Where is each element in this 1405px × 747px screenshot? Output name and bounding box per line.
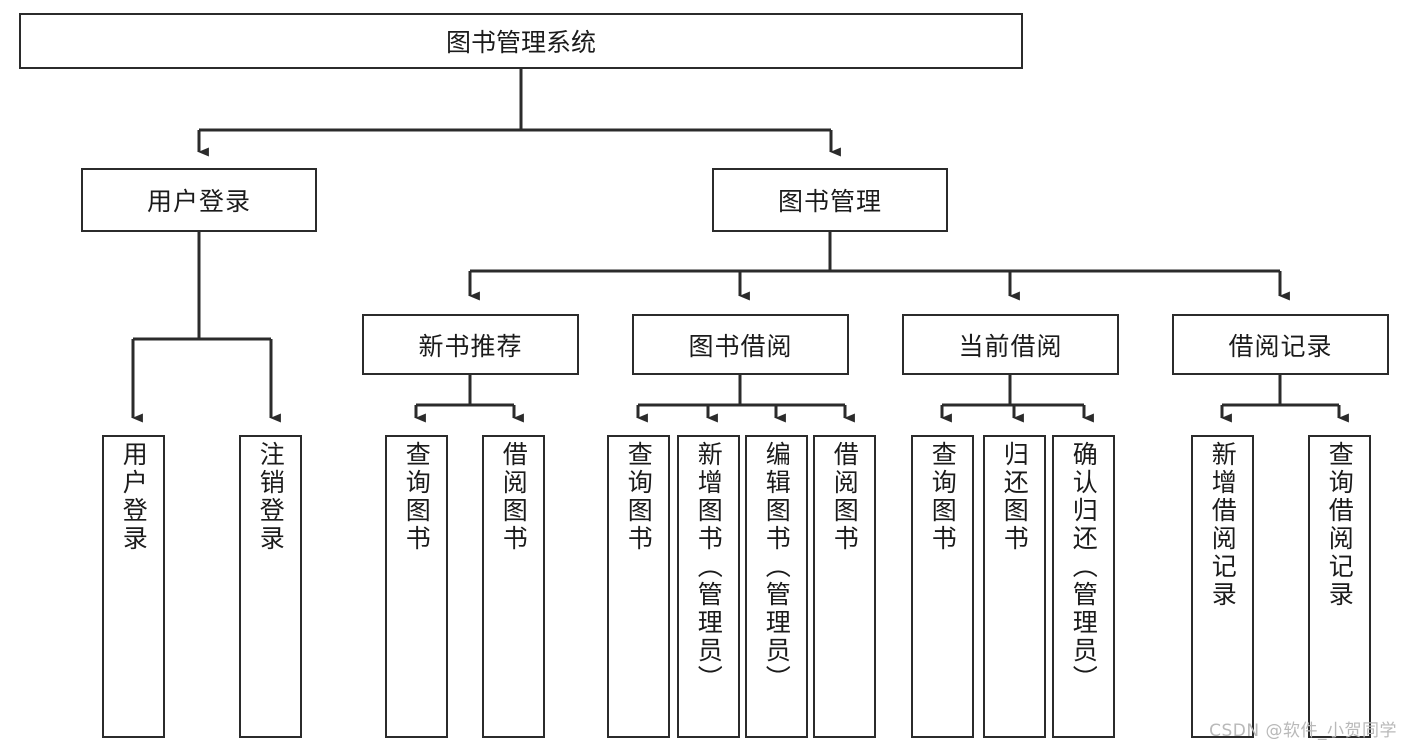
- leaf-borrow-book-label: 借阅图书: [830, 441, 860, 553]
- node-user-login[interactable]: 用户登录: [81, 168, 317, 232]
- leaf-user-login[interactable]: 用户登录: [102, 435, 165, 738]
- node-root[interactable]: 图书管理系统: [19, 13, 1023, 69]
- leaf-return-book-label: 归还图书: [1000, 441, 1030, 553]
- leaf-borrow-book[interactable]: 借阅图书: [813, 435, 876, 738]
- leaf-borrow-book-recommend-label: 借阅图书: [499, 441, 529, 553]
- leaf-query-book-borrow-label: 查询图书: [624, 441, 654, 553]
- node-borrow-record[interactable]: 借阅记录: [1172, 314, 1389, 375]
- node-book-borrow[interactable]: 图书借阅: [632, 314, 849, 375]
- leaf-return-book[interactable]: 归还图书: [983, 435, 1046, 738]
- leaf-add-book-admin-label: 新增图书（管理员）: [694, 441, 724, 693]
- node-book-borrow-label: 图书借阅: [688, 331, 793, 361]
- leaf-query-book-current[interactable]: 查询图书: [911, 435, 974, 738]
- node-new-book-recommend-label: 新书推荐: [418, 331, 523, 361]
- leaf-user-logout[interactable]: 注销登录: [239, 435, 302, 738]
- leaf-query-borrow-record-label: 查询借阅记录: [1325, 441, 1355, 609]
- node-book-management[interactable]: 图书管理: [712, 168, 948, 232]
- node-user-login-label: 用户登录: [146, 187, 251, 216]
- leaf-query-book-borrow[interactable]: 查询图书: [607, 435, 670, 738]
- leaf-query-book-recommend-label: 查询图书: [402, 441, 432, 553]
- leaf-confirm-return-admin-label: 确认归还（管理员）: [1069, 441, 1099, 693]
- leaf-add-borrow-record-label: 新增借阅记录: [1208, 441, 1238, 609]
- node-root-label: 图书管理系统: [445, 28, 596, 57]
- node-new-book-recommend[interactable]: 新书推荐: [362, 314, 579, 375]
- leaf-confirm-return-admin[interactable]: 确认归还（管理员）: [1052, 435, 1115, 738]
- leaf-add-book-admin[interactable]: 新增图书（管理员）: [677, 435, 740, 738]
- leaf-query-book-current-label: 查询图书: [928, 441, 958, 553]
- leaf-query-book-recommend[interactable]: 查询图书: [385, 435, 448, 738]
- node-borrow-record-label: 借阅记录: [1228, 331, 1333, 361]
- node-current-borrow-label: 当前借阅: [958, 331, 1063, 361]
- leaf-add-borrow-record[interactable]: 新增借阅记录: [1191, 435, 1254, 738]
- watermark: CSDN @软件_小贺同学: [1209, 721, 1397, 741]
- leaf-query-borrow-record[interactable]: 查询借阅记录: [1308, 435, 1371, 738]
- leaf-edit-book-admin[interactable]: 编辑图书（管理员）: [745, 435, 808, 738]
- node-current-borrow[interactable]: 当前借阅: [902, 314, 1119, 375]
- leaf-edit-book-admin-label: 编辑图书（管理员）: [762, 441, 792, 693]
- leaf-user-login-label: 用户登录: [119, 441, 149, 553]
- node-book-management-label: 图书管理: [777, 187, 882, 216]
- leaf-borrow-book-recommend[interactable]: 借阅图书: [482, 435, 545, 738]
- leaf-user-logout-label: 注销登录: [256, 441, 286, 553]
